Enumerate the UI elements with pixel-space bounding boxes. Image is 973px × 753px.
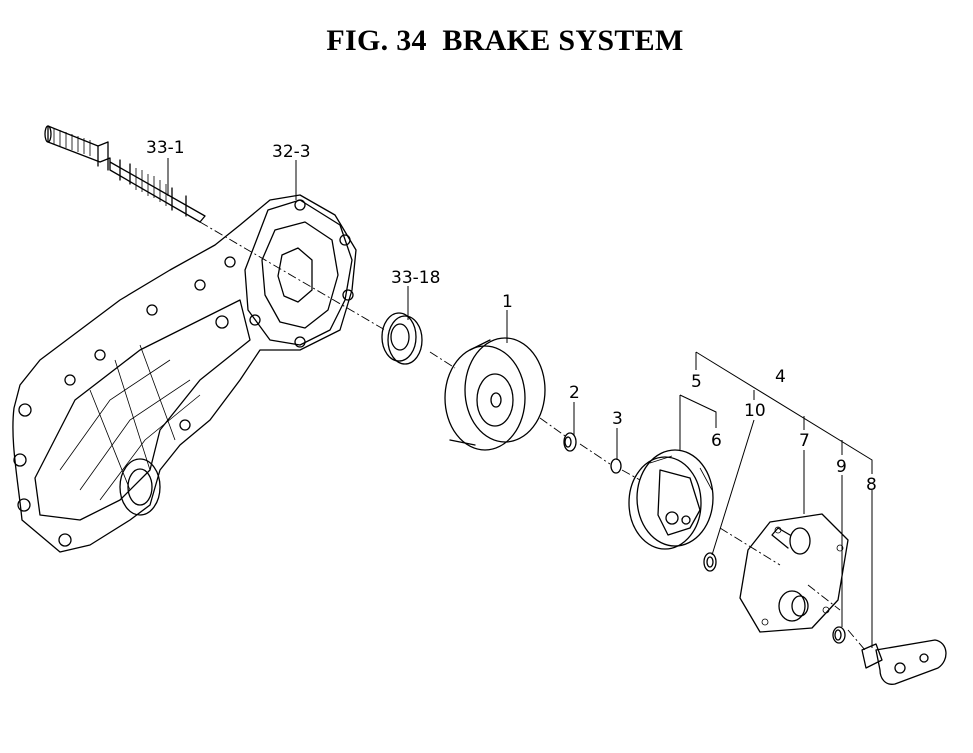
label-10: 10 [744,401,766,421]
label-32-3: 32-3 [272,142,311,162]
label-2: 2 [569,383,580,403]
label-7: 7 [799,431,810,451]
figure-title: FIG. 34 BRAKE SYSTEM [326,24,684,57]
part-labels: 33-1 32-3 33-18 1 2 3 4 5 6 7 8 9 10 [146,138,877,495]
brake-arm-part-8 [861,639,947,685]
label-4: 4 [775,367,786,387]
leader-lines [167,158,873,648]
label-5: 5 [691,372,702,392]
circlip-part-3 [610,458,622,474]
assembly-axis-line [199,221,866,651]
label-6: 6 [711,431,722,451]
oil-seal-part-33-18 [381,312,423,365]
label-8: 8 [866,475,877,495]
label-3: 3 [612,409,623,429]
label-9: 9 [836,457,847,477]
brake-panel-part-7 [739,513,849,633]
label-33-1: 33-1 [146,138,185,158]
label-33-18: 33-18 [391,268,440,288]
o-ring-part-9 [832,626,846,644]
label-1: 1 [502,292,513,312]
housing-part-32-3 [12,194,357,553]
clip-part-10 [703,552,717,572]
shaft-part-33-1 [44,125,206,223]
brake-shoe-part-6 [628,449,714,550]
washer-part-2 [563,432,577,452]
brake-drum-part-1 [444,337,546,451]
